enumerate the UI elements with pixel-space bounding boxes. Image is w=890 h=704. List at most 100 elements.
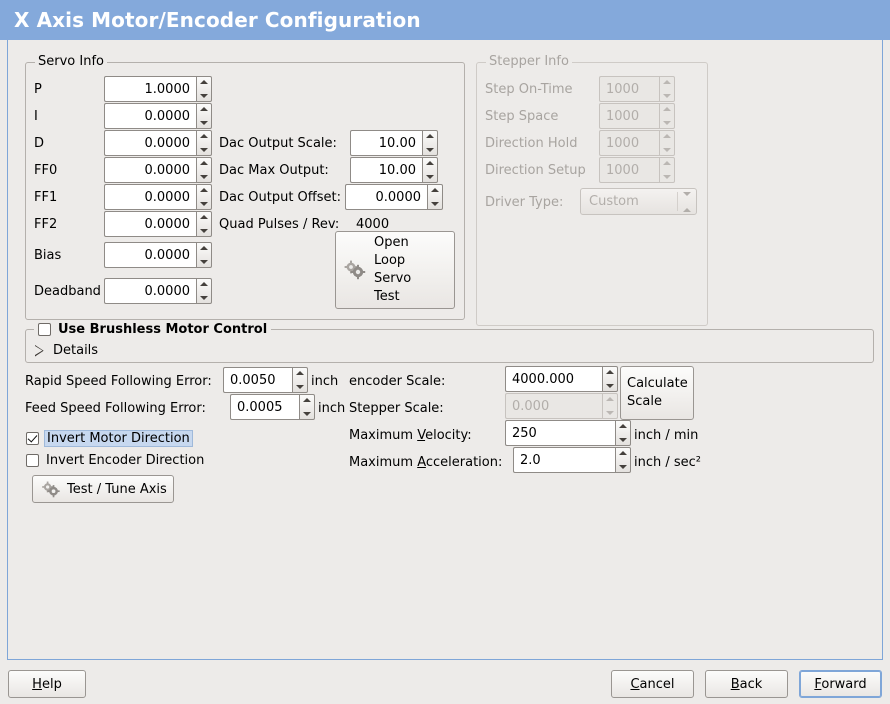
servo-input-bias-value[interactable]: 0.0000 xyxy=(104,242,196,268)
spinner-down-icon[interactable] xyxy=(197,224,211,236)
spinner-down-icon xyxy=(603,406,617,418)
invert-encoder-direction-checkbox[interactable]: Invert Encoder Direction xyxy=(26,453,204,468)
encoder-scale-input[interactable]: 4000.000 xyxy=(505,366,618,392)
spinner-up-icon[interactable] xyxy=(197,185,211,197)
servo-input-bias[interactable]: 0.0000 xyxy=(104,242,212,268)
servo-input-ff1-value[interactable]: 0.0000 xyxy=(104,184,196,210)
maximum-velocity-value[interactable]: 250 xyxy=(505,420,615,446)
rapid-speed-following-error-input[interactable]: 0.0050 xyxy=(223,367,308,393)
servo-input-ff1[interactable]: 0.0000 xyxy=(104,184,212,210)
servo-input-d-spinner[interactable] xyxy=(196,130,212,156)
servo-input-p[interactable]: 1.0000 xyxy=(104,76,212,102)
spinner-up-icon[interactable] xyxy=(616,448,630,460)
servo-input-ff0[interactable]: 0.0000 xyxy=(104,157,212,183)
chevron-right-icon[interactable] xyxy=(35,345,44,357)
servo-input-deadband-spinner[interactable] xyxy=(196,278,212,304)
spinner-down-icon[interactable] xyxy=(423,143,437,155)
servo-input-ff2-value[interactable]: 0.0000 xyxy=(104,211,196,237)
servo-input-i[interactable]: 0.0000 xyxy=(104,103,212,129)
spinner-down-icon[interactable] xyxy=(197,170,211,182)
maximum-velocity-spinner[interactable] xyxy=(615,420,631,446)
spinner-down-icon[interactable] xyxy=(197,291,211,303)
rapid-speed-unit: inch xyxy=(311,374,339,389)
dac-output-scale-value[interactable]: 10.00 xyxy=(350,130,422,156)
spinner-up-icon[interactable] xyxy=(197,131,211,143)
servo-input-bias-spinner[interactable] xyxy=(196,242,212,268)
use-brushless-motor-control-checkbox[interactable]: Use Brushless Motor Control xyxy=(34,322,272,337)
spinner-up-icon[interactable] xyxy=(423,131,437,143)
cancel-button[interactable]: Cancel xyxy=(611,670,694,698)
help-button[interactable]: Help xyxy=(8,670,86,698)
checkbox-box[interactable] xyxy=(26,432,39,445)
dac-output-offset-input[interactable]: 0.0000 xyxy=(345,184,443,210)
maximum-acceleration-spinner[interactable] xyxy=(615,447,631,473)
servo-input-p-value[interactable]: 1.0000 xyxy=(104,76,196,102)
spinner-down-icon[interactable] xyxy=(197,255,211,267)
maximum-velocity-input[interactable]: 250 xyxy=(505,420,631,446)
invert-motor-direction-checkbox[interactable]: Invert Motor Direction xyxy=(26,430,193,447)
servo-input-i-value[interactable]: 0.0000 xyxy=(104,103,196,129)
servo-input-ff0-spinner[interactable] xyxy=(196,157,212,183)
spinner-up-icon[interactable] xyxy=(293,368,307,380)
encoder-scale-value[interactable]: 4000.000 xyxy=(505,366,602,392)
servo-input-ff2-spinner[interactable] xyxy=(196,211,212,237)
checkbox-box[interactable] xyxy=(38,323,51,336)
servo-input-ff2[interactable]: 0.0000 xyxy=(104,211,212,237)
spinner-down-icon[interactable] xyxy=(197,197,211,209)
spinner-down-icon xyxy=(660,170,674,182)
spinner-down-icon[interactable] xyxy=(293,380,307,392)
servo-input-d[interactable]: 0.0000 xyxy=(104,130,212,156)
maximum-acceleration-value[interactable]: 2.0 xyxy=(513,447,615,473)
servo-input-p-spinner[interactable] xyxy=(196,76,212,102)
servo-input-deadband[interactable]: 0.0000 xyxy=(104,278,212,304)
spinner-up-icon[interactable] xyxy=(616,421,630,433)
spinner-down-icon[interactable] xyxy=(300,407,314,419)
dac-max-output-value[interactable]: 10.00 xyxy=(350,157,422,183)
dac-output-scale-spinner[interactable] xyxy=(422,130,438,156)
feed-speed-unit: inch xyxy=(318,401,346,416)
back-button[interactable]: Back xyxy=(705,670,788,698)
rapid-speed-following-error-value[interactable]: 0.0050 xyxy=(223,367,292,393)
spinner-up-icon[interactable] xyxy=(300,395,314,407)
encoder-scale-spinner[interactable] xyxy=(602,366,618,392)
feed-speed-following-error-input[interactable]: 0.0005 xyxy=(230,394,315,420)
maximum-acceleration-input[interactable]: 2.0 xyxy=(513,447,631,473)
dac-max-output-input[interactable]: 10.00 xyxy=(350,157,438,183)
spinner-up-icon[interactable] xyxy=(197,243,211,255)
spinner-down-icon[interactable] xyxy=(423,170,437,182)
forward-button[interactable]: Forward xyxy=(799,670,882,698)
spinner-down-icon[interactable] xyxy=(616,460,630,472)
spinner-up-icon[interactable] xyxy=(197,212,211,224)
spinner-up-icon[interactable] xyxy=(197,279,211,291)
servo-input-d-value[interactable]: 0.0000 xyxy=(104,130,196,156)
spinner-down-icon[interactable] xyxy=(197,89,211,101)
dac-output-scale-input[interactable]: 10.00 xyxy=(350,130,438,156)
spinner-down-icon[interactable] xyxy=(428,197,442,209)
rapid-speed-spinner[interactable] xyxy=(292,367,308,393)
calculate-scale-button[interactable]: Calculate Scale xyxy=(620,366,694,420)
spinner-down-icon[interactable] xyxy=(616,433,630,445)
feed-speed-spinner[interactable] xyxy=(299,394,315,420)
spinner-up-icon[interactable] xyxy=(423,158,437,170)
spinner-down-icon[interactable] xyxy=(603,379,617,391)
combo-separator xyxy=(677,192,678,211)
servo-input-ff0-value[interactable]: 0.0000 xyxy=(104,157,196,183)
feed-speed-following-error-value[interactable]: 0.0005 xyxy=(230,394,299,420)
dac-output-offset-spinner[interactable] xyxy=(427,184,443,210)
spinner-up-icon[interactable] xyxy=(197,104,211,116)
details-expander[interactable]: Details xyxy=(35,343,98,358)
spinner-down-icon[interactable] xyxy=(197,143,211,155)
spinner-up-icon[interactable] xyxy=(197,158,211,170)
spinner-up-icon[interactable] xyxy=(428,185,442,197)
spinner-down-icon[interactable] xyxy=(197,116,211,128)
servo-input-ff1-spinner[interactable] xyxy=(196,184,212,210)
spinner-up-icon[interactable] xyxy=(197,77,211,89)
dac-output-offset-value[interactable]: 0.0000 xyxy=(345,184,427,210)
test-tune-axis-button[interactable]: Test / Tune Axis xyxy=(32,475,174,503)
open-loop-servo-test-button[interactable]: Open Loop Servo Test xyxy=(335,231,455,309)
servo-input-i-spinner[interactable] xyxy=(196,103,212,129)
spinner-up-icon[interactable] xyxy=(603,367,617,379)
checkbox-box[interactable] xyxy=(26,454,39,467)
dac-max-output-spinner[interactable] xyxy=(422,157,438,183)
servo-input-deadband-value[interactable]: 0.0000 xyxy=(104,278,196,304)
